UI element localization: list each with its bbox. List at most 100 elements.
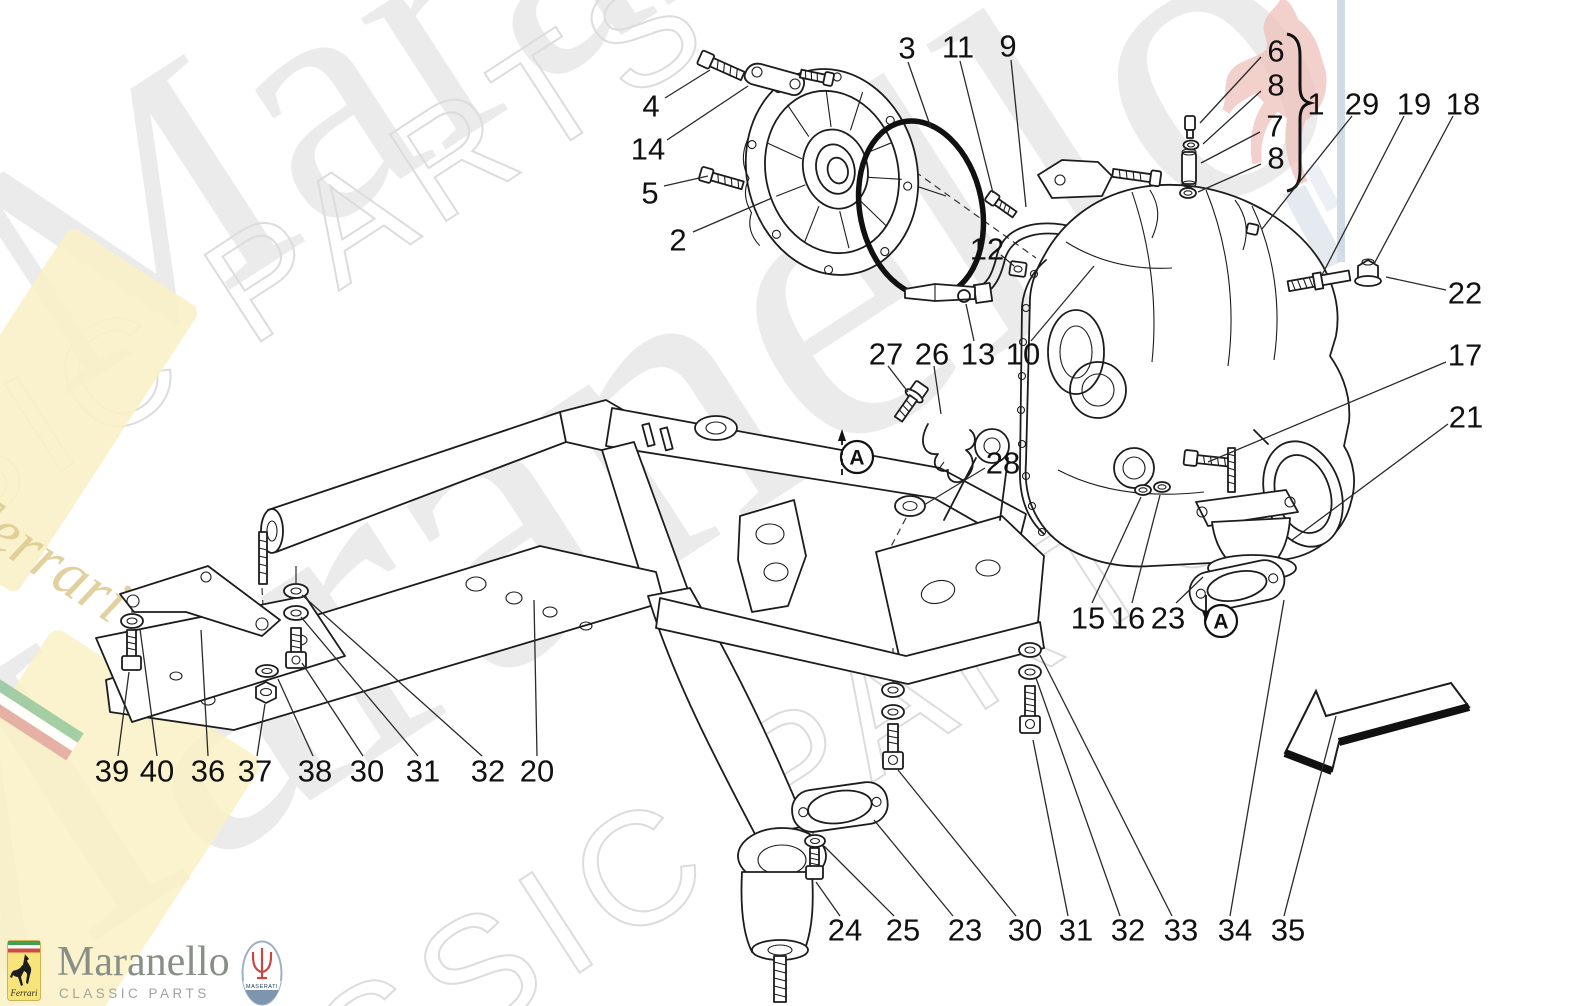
part-number-callout: 25 xyxy=(886,913,920,948)
leader-line xyxy=(897,769,1017,917)
leader-line xyxy=(1321,115,1405,276)
part-number-callout: 21 xyxy=(1449,400,1483,435)
leader-line xyxy=(1175,576,1204,604)
part-number-callout: 3 xyxy=(898,31,915,66)
part-number-callout: 29 xyxy=(1345,87,1379,122)
part-number-callout: 17 xyxy=(1448,338,1482,373)
group-brace xyxy=(1286,32,1316,193)
flange-nut-drawing xyxy=(1354,258,1382,287)
leader-line xyxy=(965,303,975,342)
leader-line xyxy=(1091,496,1142,604)
cover-bolts-drawing xyxy=(696,49,835,191)
leader-line xyxy=(1131,494,1161,604)
part-number-callout: 22 xyxy=(1448,276,1482,311)
part-number-callout: 10 xyxy=(1006,337,1040,372)
part-number-callout: 28 xyxy=(986,446,1020,481)
part-number-callout: 18 xyxy=(1446,87,1480,122)
direction-arrow-icon xyxy=(1283,681,1471,775)
part-number-callout: 23 xyxy=(1151,601,1185,636)
part-number-callout: 30 xyxy=(1008,913,1042,948)
part-number-callout: 38 xyxy=(298,754,332,789)
part-number-callout: 15 xyxy=(1071,601,1105,636)
part-number-callout: 1 xyxy=(1307,87,1324,122)
part-number-callout: 34 xyxy=(1218,913,1252,948)
leader-line xyxy=(959,60,994,194)
part-number-callout: 33 xyxy=(1164,913,1198,948)
leader-line xyxy=(1291,423,1449,541)
leader-line xyxy=(533,599,538,757)
mount-gasket-drawing xyxy=(1188,559,1286,613)
leader-line xyxy=(823,845,895,917)
leader-line xyxy=(301,662,364,757)
leader-line xyxy=(664,69,711,99)
rear-subframe-drawing xyxy=(95,399,1045,1003)
part-number-callout: 8 xyxy=(1267,68,1284,103)
leader-line xyxy=(1385,276,1447,291)
brand-name: Maranello xyxy=(57,939,230,985)
svg-text:A: A xyxy=(849,447,864,470)
left-hardware-drawing xyxy=(119,565,309,704)
brand-wordmark: Maranello CLASSIC PARTS xyxy=(57,939,230,1001)
maserati-trident-icon xyxy=(251,948,272,980)
part-number-callout: 12 xyxy=(970,232,1004,267)
leader-line xyxy=(933,365,942,415)
differential-housing-drawing xyxy=(1016,159,1355,568)
maserati-badge-icon: MASERATI xyxy=(241,940,283,1006)
leader-line xyxy=(873,819,954,917)
svg-text:A: A xyxy=(1213,611,1228,634)
leader-line xyxy=(887,365,909,393)
view-marker: A xyxy=(838,429,875,475)
part-number-callout: 26 xyxy=(915,337,949,372)
part-number-callout: 4 xyxy=(642,89,659,124)
leader-line xyxy=(1200,131,1261,164)
part-number-callout: 30 xyxy=(350,754,384,789)
leader-line xyxy=(301,594,483,757)
leader-line xyxy=(815,881,841,917)
leader-line xyxy=(663,175,709,187)
part-number-callout: 24 xyxy=(828,913,862,948)
part-number-callout: 36 xyxy=(191,754,225,789)
leader-line xyxy=(1000,254,1015,267)
stud-kit-drawing xyxy=(1179,115,1382,293)
leader-line xyxy=(1229,599,1285,917)
part-number-callout: 23 xyxy=(948,913,982,948)
leader-line xyxy=(200,629,209,757)
leader-line xyxy=(692,197,773,233)
leader-line xyxy=(1032,739,1069,917)
leader-line xyxy=(1283,715,1337,917)
part-number-callout: 35 xyxy=(1271,913,1305,948)
leader-line xyxy=(1261,115,1353,230)
exploded-view-artwork xyxy=(95,32,1471,1003)
part-number-callout: 7 xyxy=(1266,109,1283,144)
footer-brand-logo: Ferrari Maranello CLASSIC PARTS MASERATI xyxy=(7,940,283,1006)
leader-line xyxy=(1202,90,1262,145)
view-marker: A xyxy=(1202,595,1239,639)
leader-line xyxy=(1035,677,1121,917)
leader-line xyxy=(1010,59,1027,208)
brand-tagline: CLASSIC PARTS xyxy=(59,986,210,1001)
leader-line xyxy=(1199,56,1262,124)
part-number-callout: 32 xyxy=(471,754,505,789)
leader-line xyxy=(300,616,419,757)
prancing-horse-icon xyxy=(10,954,32,986)
ferrari-badge-text: Ferrari xyxy=(10,988,38,998)
leader-line xyxy=(1373,115,1454,265)
leader-line xyxy=(1030,265,1095,342)
leader-line xyxy=(277,678,314,757)
part-number-callout: 5 xyxy=(641,176,658,211)
leader-line xyxy=(256,703,266,757)
bottom-hardware-drawing xyxy=(791,642,1042,880)
part-number-callout: 13 xyxy=(961,337,995,372)
leader-line xyxy=(1197,163,1262,193)
leader-line xyxy=(1039,654,1173,917)
leader-line xyxy=(1207,361,1447,463)
frame-gasket-drawing xyxy=(791,781,889,833)
blue-strip-watermark xyxy=(1337,0,1345,262)
part-number-callout: 39 xyxy=(95,754,129,789)
leader-line xyxy=(139,628,158,757)
leader-line xyxy=(923,467,986,506)
clip-grommet-drawing xyxy=(893,380,976,517)
part-number-callout: 27 xyxy=(869,337,903,372)
